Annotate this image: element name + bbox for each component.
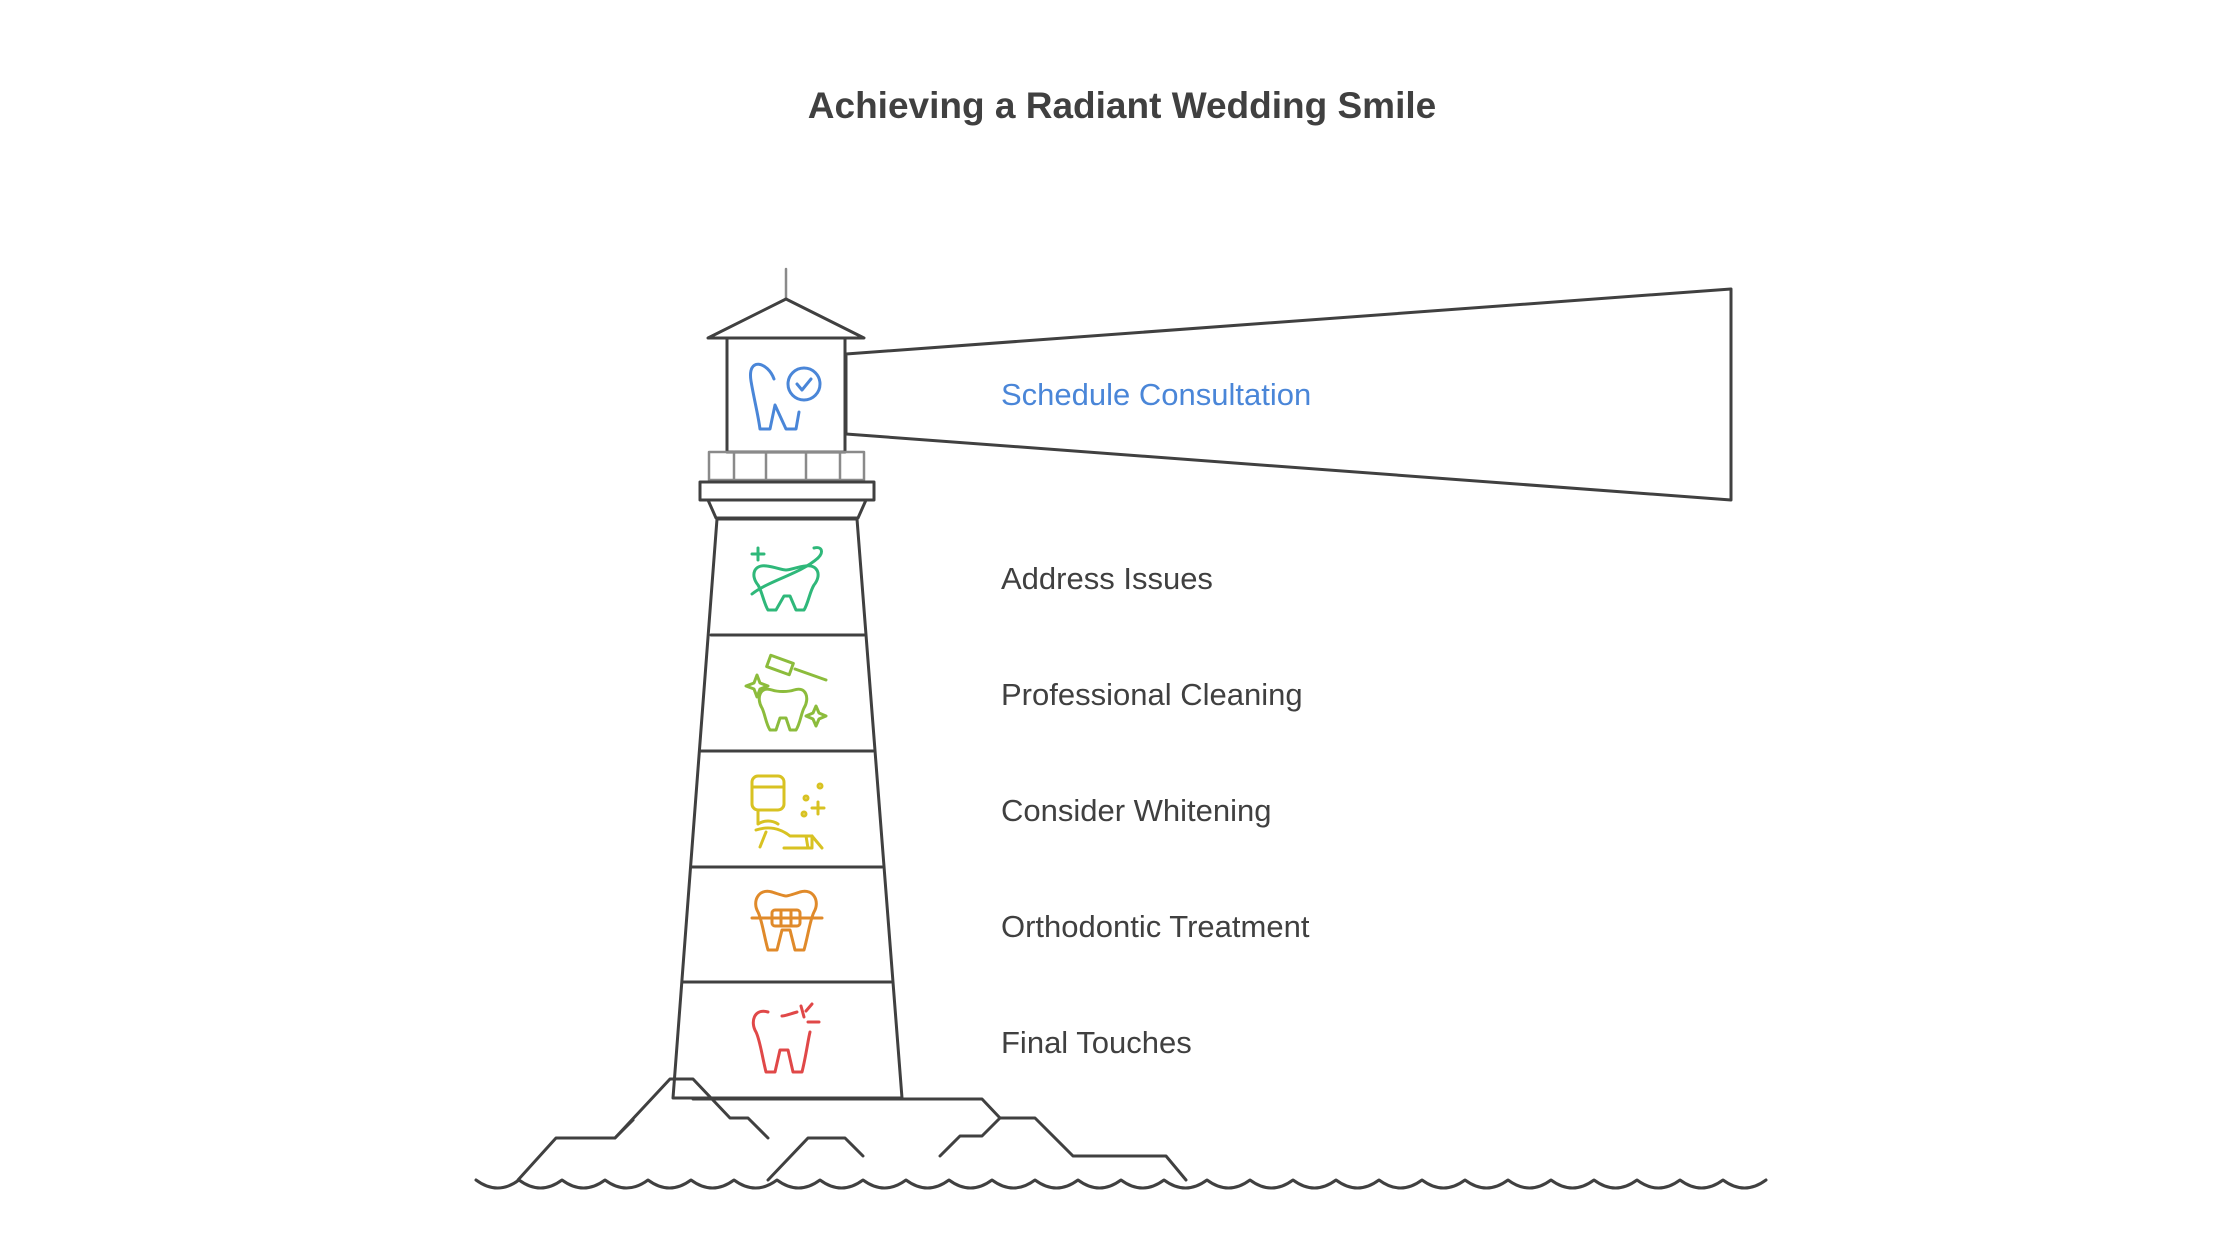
step-address-issues: Address Issues	[750, 546, 1213, 612]
step-label-address-issues: Address Issues	[1001, 561, 1213, 596]
step-final-touches: Final Touches	[751, 1002, 1192, 1074]
step-label-consider-whitening: Consider Whitening	[1001, 793, 1272, 828]
tooth-braces-icon	[750, 889, 824, 952]
step-label-professional-cleaning: Professional Cleaning	[1001, 677, 1303, 712]
step-label-final-touches: Final Touches	[1001, 1025, 1192, 1060]
step-orthodontic-treatment: Orthodontic Treatment	[750, 889, 1310, 952]
lighthouse-railing	[707, 450, 866, 482]
lighthouse-top	[698, 267, 876, 520]
step-schedule-consultation: Schedule Consultation	[749, 362, 1311, 431]
water-waves	[474, 1178, 1768, 1190]
tooth-floss-icon	[750, 546, 823, 612]
step-consider-whitening: Consider Whitening	[750, 774, 1272, 850]
lighthouse-tower	[671, 517, 904, 1100]
lighthouse-rocks	[516, 1077, 1188, 1182]
step-label-orthodontic-treatment: Orthodontic Treatment	[1001, 909, 1310, 944]
diagram-title: Achieving a Radiant Wedding Smile	[808, 85, 1436, 126]
step-label-schedule-consultation: Schedule Consultation	[1001, 377, 1311, 412]
dentist-patient-icon	[750, 774, 826, 850]
step-professional-cleaning: Professional Cleaning	[744, 653, 1303, 732]
tooth-toothbrush-sparkle-icon	[744, 653, 828, 732]
tooth-sparkle-icon	[751, 1002, 821, 1074]
tooth-check-icon	[749, 362, 822, 431]
